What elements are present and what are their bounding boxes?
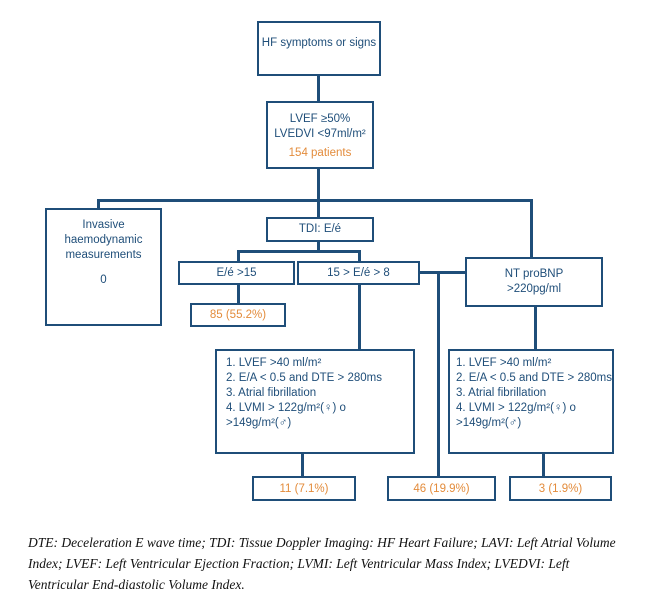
- criteria-right-item-4: 4. LVMI > 122g/m²(♀) o: [456, 402, 576, 414]
- patients-count: 154 patients: [288, 147, 352, 159]
- invasive-label-2: haemodynamic: [64, 234, 143, 246]
- criteria-right-item-5: >149g/m²(♂): [456, 417, 522, 429]
- result-left: 11 (7.1%): [279, 483, 329, 495]
- ee-gt15-label: E/é >15: [216, 267, 257, 279]
- hf-symptoms-label: HF symptoms or signs: [261, 37, 377, 49]
- connector-ee15-result: [237, 284, 240, 304]
- criteria-right-item-3: 3. Atrial fibrillation: [456, 387, 547, 399]
- connector-hf-lvef: [317, 75, 320, 102]
- criteria-left-item-5: >149g/m²(♂): [226, 417, 292, 429]
- lvedvi-label: LVEDVI <97ml/m²: [274, 128, 366, 140]
- connector-eemid-result-mid: [437, 272, 440, 477]
- connector-ntprobnp-criteria: [534, 306, 537, 351]
- ee-gt15-result: 85 (55.2%): [209, 309, 267, 321]
- figure-caption: DTE: Deceleration E wave time; TDI: Tiss…: [28, 535, 616, 592]
- tdi-box: TDI: E/é: [266, 217, 374, 242]
- result-mid: 46 (19.9%): [413, 483, 470, 495]
- connector-lvef-main: [317, 168, 320, 201]
- connector-eemid-ntprobnp: [420, 271, 466, 274]
- connector-tdi-bar: [237, 250, 361, 253]
- result-mid-box: 46 (19.9%): [387, 476, 496, 501]
- ee-mid-label: 15 > E/é > 8: [327, 267, 390, 279]
- criteria-right-box: 1. LVEF >40 ml/m² 2. E/A < 0.5 and DTE >…: [448, 349, 614, 454]
- ntprobnp-box: NT proBNP >220pg/ml: [465, 257, 603, 307]
- criteria-left-box: 1. LVEF >40 ml/m² 2. E/A < 0.5 and DTE >…: [215, 349, 415, 454]
- criteria-left-item-1: 1. LVEF >40 ml/m²: [226, 357, 322, 369]
- result-right-box: 3 (1.9%): [509, 476, 612, 501]
- criteria-left-item-2: 2. E/A < 0.5 and DTE > 280ms: [226, 372, 382, 384]
- ee-mid-box: 15 > E/é > 8: [297, 261, 420, 285]
- invasive-value: 0: [100, 274, 107, 286]
- hf-symptoms-box: HF symptoms or signs: [257, 21, 381, 76]
- connector-main-bar: [97, 199, 533, 202]
- connector-bar-invasive: [97, 199, 100, 209]
- lvef-label: LVEF ≥50%: [289, 113, 351, 125]
- criteria-left-item-4: 4. LVMI > 122g/m²(♀) o: [226, 402, 346, 414]
- ntprobnp-label-1: NT proBNP: [504, 268, 564, 280]
- invasive-label-3: measurements: [65, 249, 142, 261]
- criteria-right-item-1: 1. LVEF >40 ml/m²: [456, 357, 552, 369]
- result-left-box: 11 (7.1%): [252, 476, 356, 501]
- ee-gt15-result-box: 85 (55.2%): [190, 303, 286, 327]
- connector-criteria-right-result: [542, 453, 545, 477]
- result-right: 3 (1.9%): [538, 483, 583, 495]
- invasive-box: Invasive haemodynamic measurements 0: [45, 208, 162, 326]
- connector-criteria-left-result: [301, 453, 304, 477]
- criteria-left-item-3: 3. Atrial fibrillation: [226, 387, 317, 399]
- lvef-box: LVEF ≥50% LVEDVI <97ml/m² 154 patients: [266, 101, 374, 169]
- connector-tdi-split: [317, 241, 320, 252]
- invasive-label-1: Invasive: [82, 219, 125, 231]
- connector-eemid-criteria: [358, 284, 361, 350]
- tdi-label: TDI: E/é: [298, 223, 342, 235]
- connector-bar-ntprobnp: [530, 199, 533, 258]
- criteria-right-item-2: 2. E/A < 0.5 and DTE > 280ms: [456, 372, 612, 384]
- ntprobnp-label-2: >220pg/ml: [506, 283, 562, 295]
- connector-bar-tdi: [317, 199, 320, 218]
- ee-gt15-box: E/é >15: [178, 261, 295, 285]
- connector-bar-ee15: [237, 250, 240, 262]
- connector-bar-eemid: [358, 250, 361, 262]
